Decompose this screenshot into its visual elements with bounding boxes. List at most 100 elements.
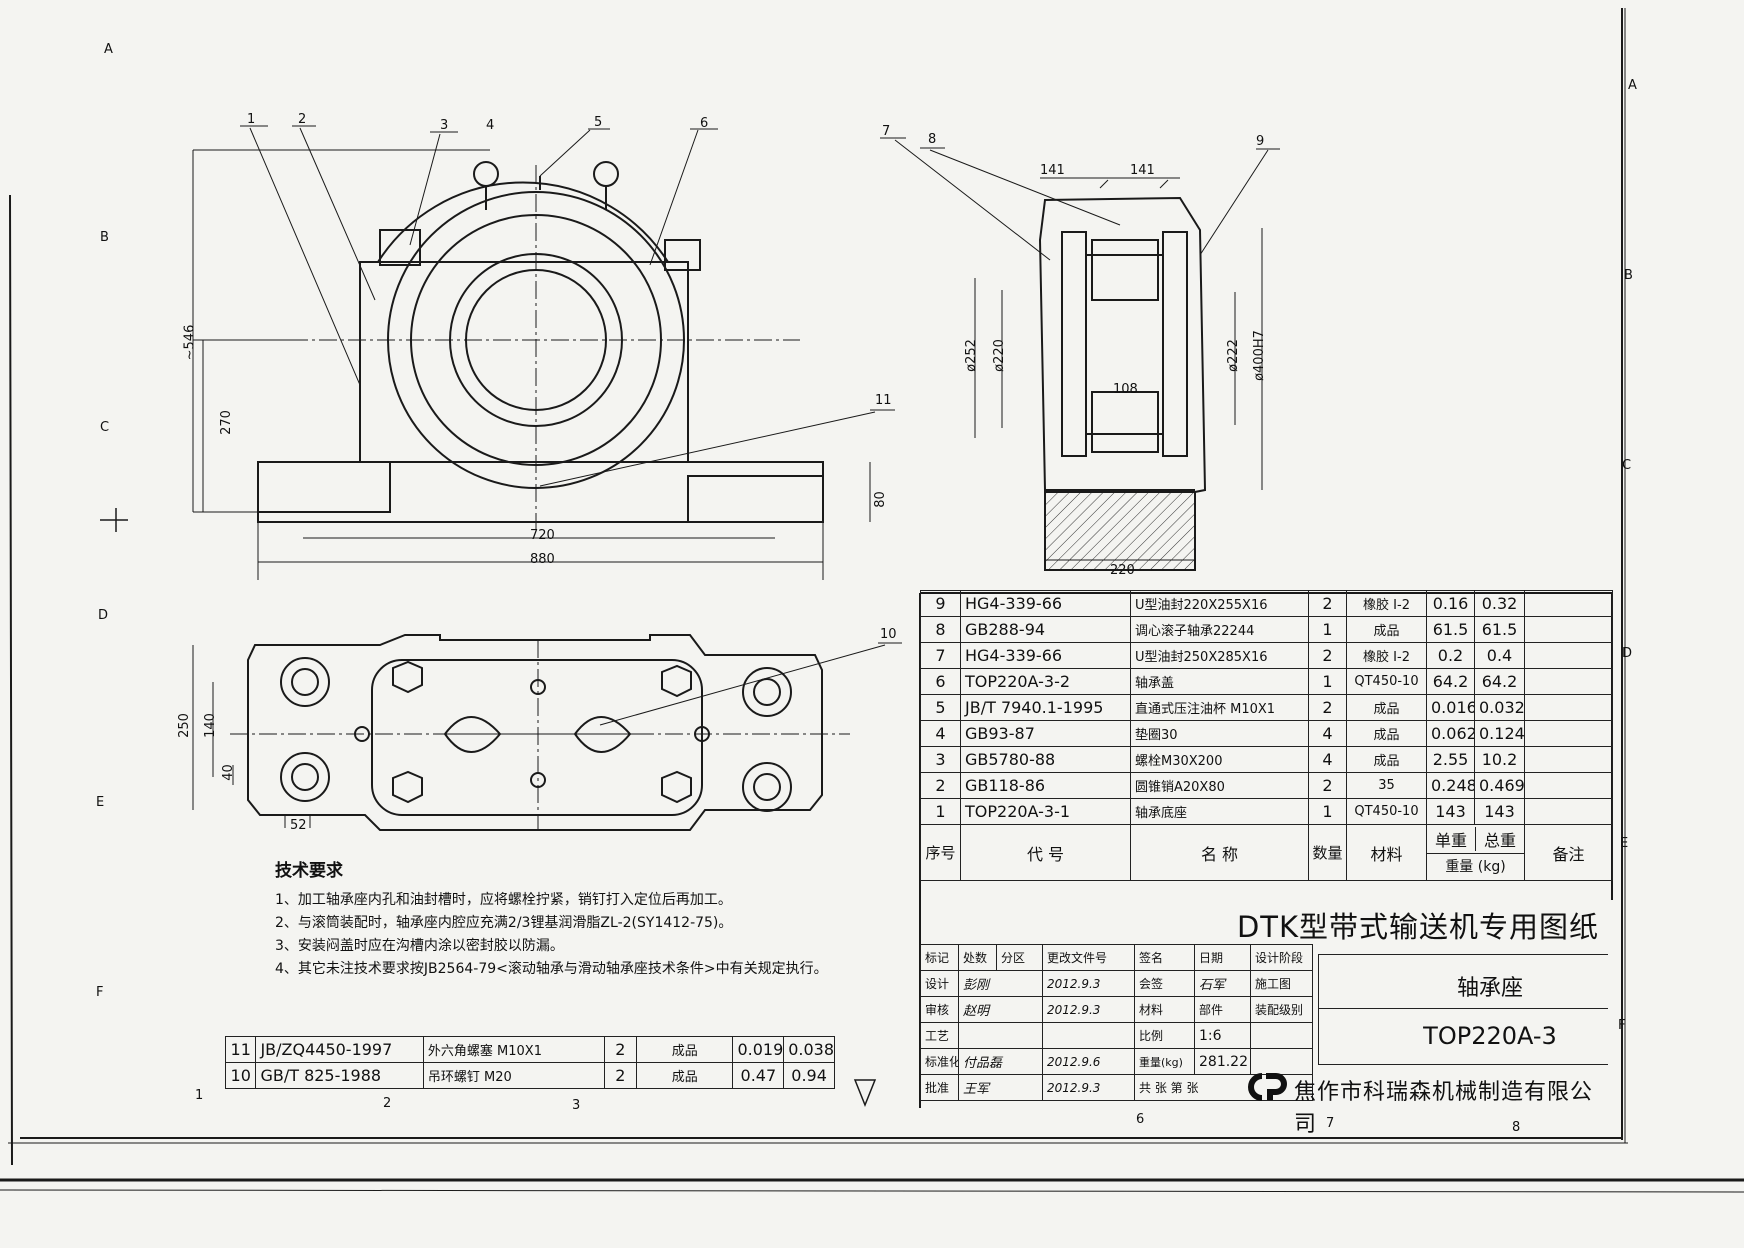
cell-code: HG4-339-66 <box>960 642 1131 669</box>
cell-total: 0.038 <box>783 1036 835 1063</box>
dim-plan-offset: 40 <box>220 764 236 781</box>
cell-code: TOP220A-3-2 <box>960 668 1131 695</box>
cell-code: GB118-86 <box>960 772 1131 799</box>
col-mark: 标记 <box>920 944 959 971</box>
cell-unit: 143 <box>1426 798 1475 825</box>
cell-unit: 0.248 <box>1426 772 1475 799</box>
row-design: 设计 <box>920 970 959 997</box>
zone-letter-c: C <box>100 420 110 435</box>
stage-construction: 施工图 <box>1250 970 1313 997</box>
divider <box>1318 1008 1608 1010</box>
balloon-5: 5 <box>594 115 603 130</box>
col-date: 日期 <box>1194 944 1251 971</box>
cell-material: 成品 <box>636 1036 734 1063</box>
header-qty: 数量 <box>1308 824 1347 881</box>
cell-total: 10.2 <box>1474 746 1525 773</box>
balloon-7: 7 <box>882 124 891 139</box>
countersign-label: 会签 <box>1134 970 1195 997</box>
zone-letter-a: A <box>104 42 113 57</box>
cell-material: 橡胶 I-2 <box>1346 642 1427 669</box>
cell-total: 61.5 <box>1474 616 1525 643</box>
cell-unit: 2.55 <box>1426 746 1475 773</box>
cell-code: HG4-339-66 <box>960 590 1131 617</box>
zone-letter-d-right: D <box>1622 646 1633 661</box>
cell-total: 0.4 <box>1474 642 1525 669</box>
cell-name: 调心滚子轴承22244 <box>1130 616 1309 643</box>
design-stage: 设计阶段 <box>1250 944 1313 971</box>
cell-no: 4 <box>920 720 961 747</box>
zone-letter-f: F <box>96 985 104 1000</box>
sig-design: 彭刚 <box>958 970 1043 997</box>
date-standard: 2012.9.6 <box>1042 1048 1135 1075</box>
dim-plan-depth: 250 <box>176 713 192 738</box>
cell-qty: 2 <box>603 1036 638 1063</box>
dim-plan-edge: 52 <box>290 818 307 833</box>
zone-number-3: 3 <box>572 1098 581 1113</box>
zone-letter-b: B <box>100 230 109 245</box>
cell-remark <box>1524 772 1613 799</box>
col-sign: 签名 <box>1134 944 1195 971</box>
drawing-code: TOP220A-3 <box>1423 1022 1557 1050</box>
balloon-9: 9 <box>1256 134 1265 149</box>
date-check: 2012.9.3 <box>1042 996 1135 1023</box>
cell-qty: 4 <box>1308 720 1347 747</box>
zone-letter-c-right: C <box>1622 458 1632 473</box>
cell-total: 0.124 <box>1474 720 1525 747</box>
scale-label: 比例 <box>1134 1022 1195 1049</box>
cell-code: GB/T 825-1988 <box>255 1062 424 1089</box>
sig-standard: 付品磊 <box>958 1048 1043 1075</box>
front-view <box>192 149 871 580</box>
cell-total: 0.94 <box>783 1062 835 1089</box>
dim-sec-d3: ø222 <box>1225 339 1241 372</box>
row-standard: 标准化 <box>920 1048 959 1075</box>
balloon-4: 4 <box>486 118 495 133</box>
notes-heading: 技术要求 <box>275 861 343 881</box>
cell-code: GB5780-88 <box>960 746 1131 773</box>
cell-material: 成品 <box>1346 720 1427 747</box>
balloon-1: 1 <box>247 112 256 127</box>
cell-remark <box>1524 694 1613 721</box>
cell-qty: 4 <box>1308 746 1347 773</box>
cell-remark <box>1524 590 1613 617</box>
cell-no: 5 <box>920 694 961 721</box>
title-block: 标记 处数 分区 更改文件号 签名 日期 设计阶段 设计 彭刚 2012.9.3… <box>920 900 1612 1137</box>
cell-unit: 0.2 <box>1426 642 1475 669</box>
dim-front-bolt: 720 <box>530 528 555 543</box>
weight-label: 重量(kg) <box>1134 1048 1195 1075</box>
cell-material: 橡胶 I-2 <box>1346 590 1427 617</box>
header-name: 名 称 <box>1130 824 1309 881</box>
cell-name: 轴承底座 <box>1130 798 1309 825</box>
balloon-10: 10 <box>880 627 897 642</box>
divider <box>1318 1064 1608 1066</box>
date-approve: 2012.9.3 <box>1042 1074 1135 1101</box>
cell-no: 9 <box>920 590 961 617</box>
cell-code: TOP220A-3-1 <box>960 798 1131 825</box>
cell-remark <box>1524 642 1613 669</box>
dim-sec-d1: ø252 <box>963 339 979 372</box>
cell-name: 圆锥销A20X80 <box>1130 772 1309 799</box>
cell-remark <box>1524 720 1613 747</box>
cell-material: 成品 <box>1346 616 1427 643</box>
col-change-doc: 更改文件号 <box>1042 944 1135 971</box>
note-item: 4、其它未注技术要求按JB2564-79<滚动轴承与滑动轴承座技术条件>中有关规… <box>275 961 828 977</box>
weight-value: 281.22 <box>1194 1048 1251 1075</box>
dim-front-center: 270 <box>218 410 234 435</box>
cell-code: GB288-94 <box>960 616 1131 643</box>
note-item: 1、加工轴承座内孔和油封槽时，应将螺栓拧紧，销钉打入定位后再加工。 <box>275 892 732 908</box>
cell-total: 143 <box>1474 798 1525 825</box>
technical-requirements: 技术要求 1、加工轴承座内孔和油封槽时，应将螺栓拧紧，销钉打入定位后再加工。 2… <box>275 860 875 981</box>
header-remark: 备注 <box>1524 824 1613 881</box>
cell-no: 2 <box>920 772 961 799</box>
scale-value: 1:6 <box>1194 1022 1251 1049</box>
cell-qty: 1 <box>1308 798 1347 825</box>
divider <box>1318 954 1320 1064</box>
zone-number-6: 6 <box>1136 1112 1145 1127</box>
cell-code: JB/T 7940.1-1995 <box>960 694 1131 721</box>
